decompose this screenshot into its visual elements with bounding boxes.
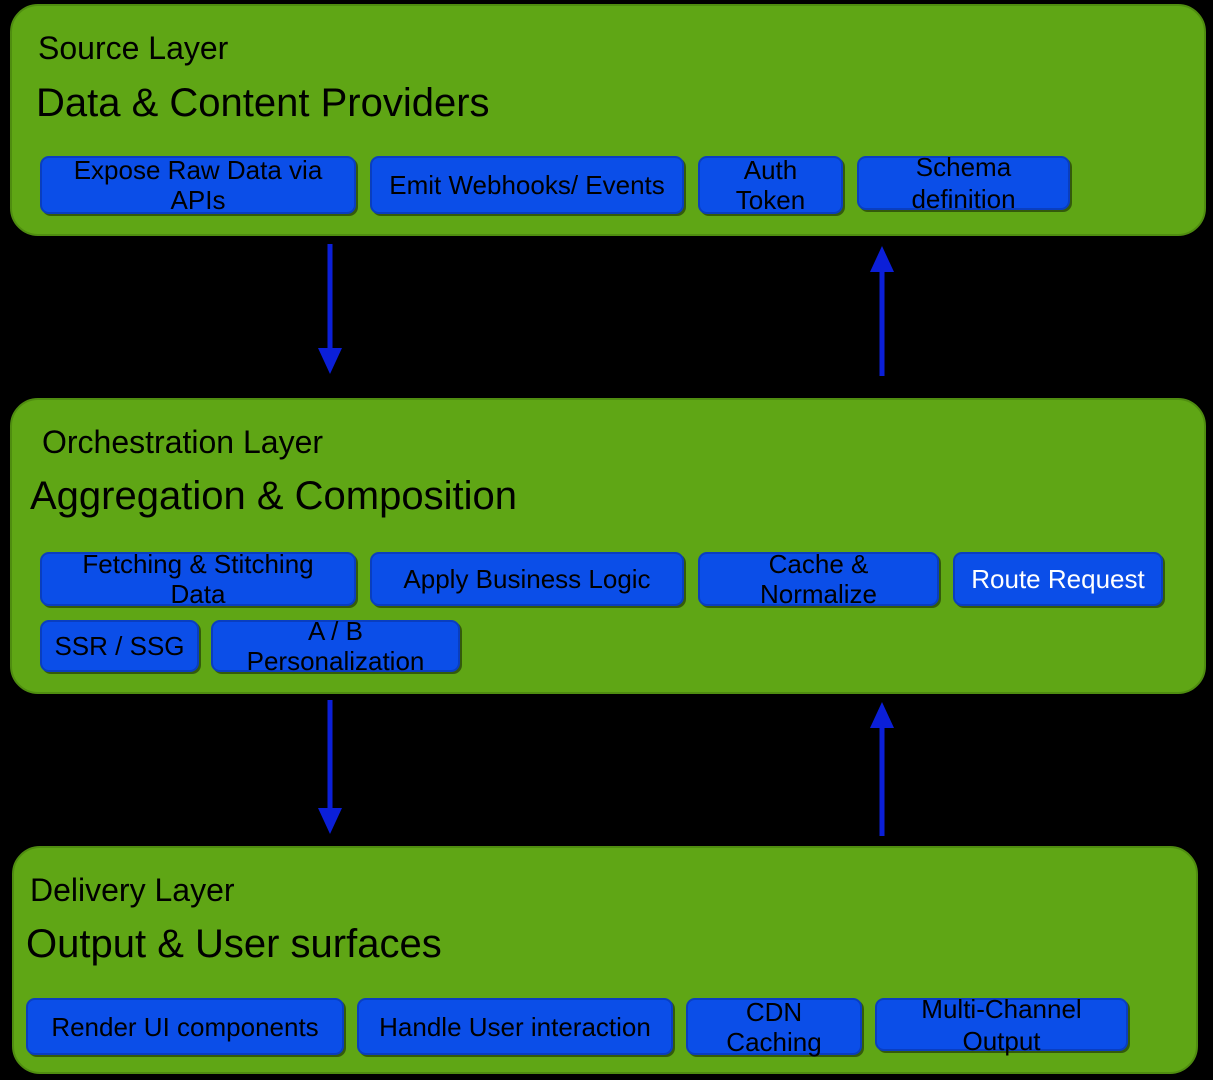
connector-source-to-orchestration	[318, 244, 342, 374]
chip-route-request[interactable]: Route Request	[953, 552, 1163, 606]
chip-row-orchestration-2: SSR / SSG A / B Personalization	[40, 616, 460, 676]
layer-kicker-delivery: Delivery Layer	[30, 872, 235, 908]
chip-auth-token[interactable]: Auth Token	[698, 155, 843, 215]
chip-row-orchestration-1: Fetching & Stitching Data Apply Business…	[40, 549, 1163, 609]
chip-cdn-caching[interactable]: CDN Caching	[686, 997, 862, 1057]
chip-emit-webhooks-events[interactable]: Emit Webhooks/ Events	[370, 156, 684, 214]
layer-panel-orchestration[interactable]: Orchestration Layer Aggregation & Compos…	[10, 398, 1206, 694]
chip-schema-definition[interactable]: Schema definition	[857, 152, 1070, 214]
chip-cache-and-normalize[interactable]: Cache & Normalize	[698, 549, 939, 609]
layer-title-orchestration: Aggregation & Composition	[30, 474, 517, 518]
chip-handle-user-interaction[interactable]: Handle User interaction	[357, 998, 673, 1055]
chip-ab-personalization[interactable]: A / B Personalization	[211, 616, 460, 676]
chip-fetching-and-stitching-data[interactable]: Fetching & Stitching Data	[40, 549, 356, 609]
chip-apply-business-logic[interactable]: Apply Business Logic	[370, 552, 684, 606]
layer-title-delivery: Output & User surfaces	[26, 922, 442, 966]
layer-title-source: Data & Content Providers	[36, 81, 490, 125]
layer-kicker-orchestration: Orchestration Layer	[42, 424, 324, 460]
chip-render-ui-components[interactable]: Render UI components	[26, 998, 344, 1055]
chip-expose-raw-data-via-apis[interactable]: Expose Raw Data via APIs	[40, 155, 356, 215]
chip-ssr-ssg[interactable]: SSR / SSG	[40, 620, 199, 672]
chip-row-source: Expose Raw Data via APIs Emit Webhooks/ …	[40, 152, 1070, 215]
chip-multi-channel-output[interactable]: Multi-Channel Output	[875, 994, 1128, 1056]
chip-row-delivery: Render UI components Handle User interac…	[26, 994, 1128, 1057]
connector-orchestration-to-delivery	[318, 700, 342, 834]
layer-kicker-source: Source Layer	[38, 30, 229, 66]
connector-orchestration-to-source	[870, 246, 894, 376]
connector-delivery-to-orchestration	[870, 702, 894, 836]
